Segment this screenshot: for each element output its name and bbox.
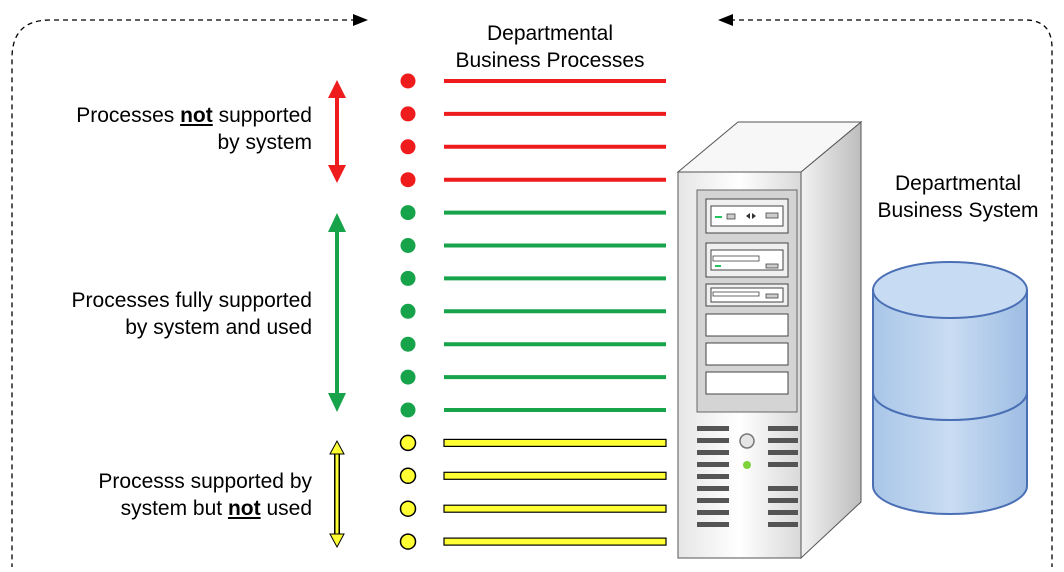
process-dot xyxy=(400,172,416,188)
process-row-supported-not-used xyxy=(399,434,667,452)
process-dot xyxy=(400,303,416,319)
fully-supported-arrow xyxy=(328,213,346,412)
process-dot xyxy=(399,500,417,517)
fully-supported-label-line1: Processes fully supported xyxy=(71,289,312,312)
database-cylinder-icon xyxy=(872,261,1028,515)
system-title-line2: Business System xyxy=(877,199,1039,222)
process-dot xyxy=(400,205,416,221)
process-row-fully-supported xyxy=(400,402,666,418)
process-row-fully-supported xyxy=(400,238,666,253)
not-supported-label-line1: Processes not supported xyxy=(76,104,312,127)
boundary-arrowhead-left xyxy=(718,14,733,26)
supported-not-used-arrow xyxy=(329,439,345,549)
process-row-not-supported xyxy=(400,106,666,122)
process-dot xyxy=(400,139,416,155)
dashed-boundary-left xyxy=(11,19,365,567)
dashed-boundary-right xyxy=(721,19,1053,567)
process-dot xyxy=(399,533,417,550)
system-title-line1: Departmental xyxy=(894,172,1022,195)
process-row-fully-supported xyxy=(400,369,666,385)
process-dot xyxy=(399,434,417,452)
process-line xyxy=(443,438,667,447)
supported-not-used-label-line1: Processs supported by xyxy=(98,470,312,493)
process-dot xyxy=(399,467,417,485)
system-title: Departmental Business System xyxy=(858,170,1058,224)
emphasis-not: not xyxy=(180,104,213,127)
power-button-icon xyxy=(739,433,755,449)
process-row-fully-supported xyxy=(400,270,666,286)
processes-title: Departmental Business Processes xyxy=(430,20,670,74)
process-dot xyxy=(400,369,416,385)
process-dot xyxy=(400,73,416,89)
processes-title-line1: Departmental xyxy=(486,22,614,45)
processes-title-line2: Business Processes xyxy=(455,49,645,72)
process-row-supported-not-used xyxy=(399,500,667,517)
process-row-fully-supported xyxy=(400,336,666,352)
fully-supported-label: Processes fully supported by system and … xyxy=(10,287,312,341)
drive-bay-1 xyxy=(705,198,789,234)
process-rows xyxy=(399,73,667,550)
fully-supported-label-line2: by system and used xyxy=(125,316,312,339)
not-supported-arrow xyxy=(328,80,346,183)
process-row-fully-supported xyxy=(400,303,666,319)
process-line xyxy=(443,504,667,513)
process-row-not-supported xyxy=(400,139,666,155)
process-row-not-supported xyxy=(400,172,666,188)
process-line xyxy=(443,537,667,546)
process-row-not-supported xyxy=(400,73,666,89)
server-tower-icon xyxy=(676,120,863,560)
process-row-supported-not-used xyxy=(399,533,667,550)
process-dot xyxy=(400,270,416,286)
supported-not-used-label: Processs supported by system but not use… xyxy=(10,468,312,522)
process-dot xyxy=(400,238,416,253)
process-dot xyxy=(400,336,416,352)
process-row-fully-supported xyxy=(400,205,666,221)
vent-grille xyxy=(697,426,798,527)
boundary-arrowhead-right xyxy=(353,14,368,26)
power-led-icon xyxy=(743,461,751,469)
supported-not-used-label-line2: system but not used xyxy=(120,497,312,520)
drive-bay-3 xyxy=(705,283,789,307)
drive-bay-2 xyxy=(705,242,789,278)
not-supported-label: Processes not supported by system xyxy=(10,102,312,156)
drive-bay-4 xyxy=(705,313,789,337)
drive-bay-5 xyxy=(705,342,789,366)
emphasis-not-2: not xyxy=(227,497,261,520)
process-line xyxy=(443,471,667,480)
process-dot xyxy=(400,106,416,122)
not-supported-label-line2: by system xyxy=(217,131,312,154)
process-row-supported-not-used xyxy=(399,467,667,485)
drive-bay-6 xyxy=(705,371,789,395)
process-dot xyxy=(400,402,416,418)
